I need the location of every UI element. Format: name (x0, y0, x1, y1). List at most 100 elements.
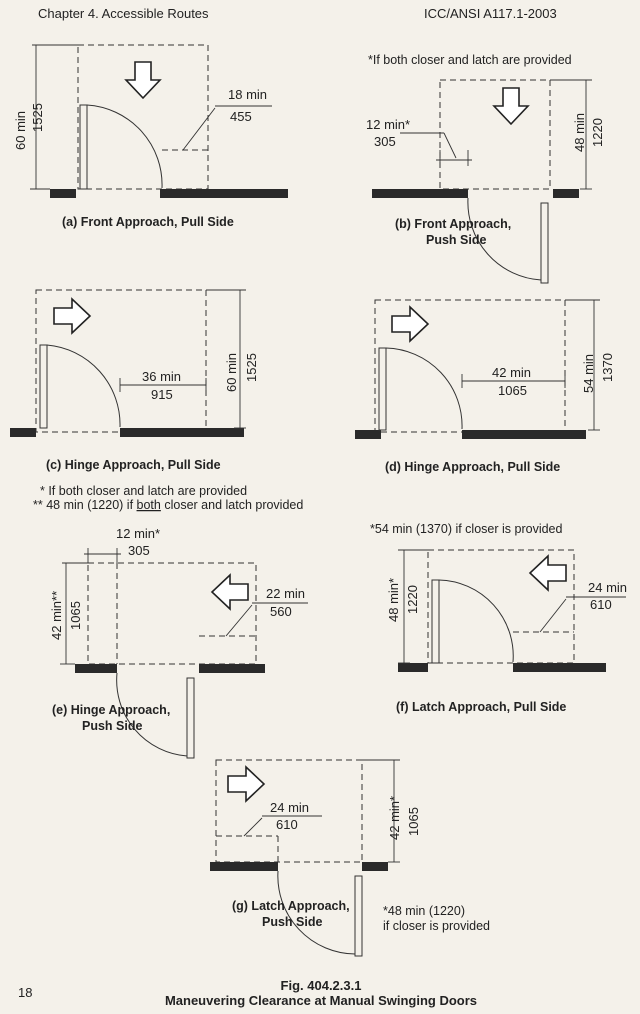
note-e-2: ** 48 min (1220) if both closer and latc… (33, 498, 303, 512)
diagram-b: *If both closer and latch are provided 1… (366, 53, 605, 284)
note-e-1: * If both closer and latch are provided (40, 484, 247, 498)
clear-floor-space-c (35, 289, 207, 433)
door-swing-a (86, 104, 163, 189)
door-swing-c (46, 344, 121, 428)
note-f: *54 min (1370) if closer is provided (370, 522, 562, 536)
caption-f: (f) Latch Approach, Pull Side (396, 700, 566, 714)
diagram-f: *54 min (1370) if closer is provided 48 … (370, 522, 627, 714)
caption-c: (c) Hinge Approach, Pull Side (46, 458, 221, 472)
diagram-d: 42 min 1065 54 min 1370 (d) Hinge Approa… (355, 299, 615, 474)
depth-mm-d: 1370 (600, 353, 615, 382)
caption-e-line2: Push Side (82, 719, 142, 733)
diagram-g: 24 min 610 42 min* 1065 (g) Latch Approa… (210, 759, 490, 957)
depth-mm-g: 1065 (406, 807, 421, 836)
door-swing-f (438, 579, 514, 663)
wall-e-right (199, 664, 265, 673)
approach-arrow-right-c (53, 297, 92, 335)
caption-d: (d) Hinge Approach, Pull Side (385, 460, 560, 474)
note-g-line2: if closer is provided (383, 919, 490, 933)
depth-inches-e: 42 min** (49, 591, 64, 640)
clear-floor-space-g (215, 759, 363, 863)
caption-g-line1: (g) Latch Approach, (232, 899, 350, 913)
depth-mm-b: 1220 (590, 118, 605, 147)
approach-arrow-right-g (227, 765, 266, 803)
wall-c-left (10, 428, 36, 437)
wall-g-left (210, 862, 278, 871)
caption-b-line2: Push Side (426, 233, 486, 247)
door-leaf-b (540, 202, 549, 284)
latch-inches-g: 24 min (270, 800, 309, 815)
width-inches-d: 42 min (492, 365, 531, 380)
wall-d-right (462, 430, 586, 439)
approach-arrow-right-d (391, 305, 430, 343)
width-mm-d: 1065 (498, 383, 527, 398)
wall-b-left (372, 189, 468, 198)
approach-arrow-down-a (124, 61, 162, 100)
clear-floor-space-b (439, 79, 551, 190)
approach-arrow-down-b (492, 87, 530, 126)
diagram-c: 36 min 915 60 min 1525 (c) Hinge Approac… (10, 289, 259, 472)
hinge-inches-e: 12 min* (116, 526, 160, 541)
figure-number: Fig. 404.2.3.1 (281, 978, 362, 993)
wall-g-right (362, 862, 388, 871)
door-leaf-g (354, 875, 363, 957)
latch-inches-b: 12 min* (366, 117, 410, 132)
chapter-heading: Chapter 4. Accessible Routes (38, 6, 209, 21)
approach-arrow-left-f (528, 554, 567, 592)
latch-inches-a: 18 min (228, 87, 267, 102)
figure-title: Maneuvering Clearance at Manual Swinging… (165, 993, 477, 1008)
depth-inches-c: 60 min (224, 353, 239, 392)
latch-mm-f: 610 (590, 597, 612, 612)
depth-inches-a: 60 min (13, 111, 28, 150)
latch-inches-e: 22 min (266, 586, 305, 601)
wall-c-right (120, 428, 244, 437)
depth-mm-e: 1065 (68, 601, 83, 630)
clear-floor-space-e (87, 562, 257, 665)
latch-inches-f: 24 min (588, 580, 627, 595)
caption-a: (a) Front Approach, Pull Side (62, 215, 234, 229)
latch-mm-b: 305 (374, 134, 396, 149)
latch-mm-a: 455 (230, 109, 252, 124)
wall-d-left (355, 430, 381, 439)
depth-mm-c: 1525 (244, 353, 259, 382)
latch-mm-g: 610 (276, 817, 298, 832)
door-leaf-e (186, 677, 195, 759)
width-mm-c: 915 (151, 387, 173, 402)
wall-f-left (398, 663, 428, 672)
clear-floor-space-f (427, 549, 575, 664)
door-swing-d (385, 347, 463, 430)
standard-heading: ICC/ANSI A117.1-2003 (424, 6, 557, 21)
wall-e-left (75, 664, 117, 673)
door-leaf-a (79, 104, 88, 190)
depth-inches-g: 42 min* (387, 796, 402, 840)
door-swing-e (116, 672, 188, 757)
page-number: 18 (18, 985, 32, 1000)
latch-mm-e: 560 (270, 604, 292, 619)
depth-mm-f: 1220 (405, 585, 420, 614)
depth-inches-d: 54 min (581, 354, 596, 393)
depth-mm-a: 1525 (30, 103, 45, 132)
wall-b-right (553, 189, 579, 198)
hinge-mm-e: 305 (128, 543, 150, 558)
caption-b-line1: (b) Front Approach, (395, 217, 511, 231)
clear-floor-space-d (374, 299, 566, 433)
caption-e-line1: (e) Hinge Approach, (52, 703, 170, 717)
caption-g-line2: Push Side (262, 915, 322, 929)
diagram-e: * If both closer and latch are provided … (33, 484, 308, 759)
note-g-line1: *48 min (1220) (383, 904, 465, 918)
approach-arrow-left-e (210, 573, 249, 611)
door-leaf-c (39, 344, 48, 429)
door-leaf-f (431, 579, 440, 664)
door-leaf-d (378, 347, 387, 431)
depth-inches-b: 48 min (572, 113, 587, 152)
wall-a-left (50, 189, 76, 198)
width-inches-c: 36 min (142, 369, 181, 384)
depth-inches-f: 48 min* (386, 578, 401, 622)
door-swing-b (467, 197, 542, 281)
diagram-a: 60 min 1525 18 min 455 (a) Front Approac… (13, 44, 288, 229)
wall-f-right (513, 663, 606, 672)
note-b: *If both closer and latch are provided (368, 53, 572, 67)
door-swing-g (277, 870, 356, 955)
wall-a-right (160, 189, 288, 198)
